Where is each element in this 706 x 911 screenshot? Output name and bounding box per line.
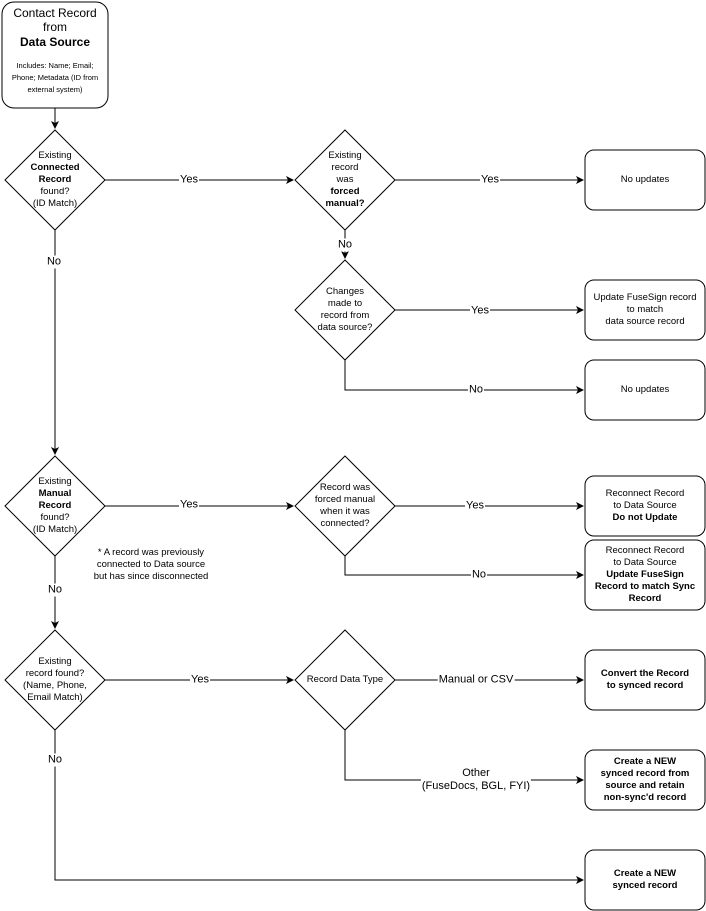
edge-label-no: No [46, 583, 64, 597]
start-node [1, 1, 109, 109]
edge-label-yes: Yes [470, 304, 490, 318]
edge-label-no: No [470, 568, 488, 582]
edge-label-no: No [45, 255, 63, 269]
note-line: but has since disconnected [93, 571, 209, 582]
note-disconnected: * A record was previously connected to D… [88, 547, 214, 583]
edge-label-yes: Yes [179, 498, 199, 512]
decision-changes-made [294, 259, 396, 361]
note-line: connected to Data source [96, 559, 206, 570]
edge-forced-connected-no [344, 556, 584, 579]
edge-label-manual-csv: Manual or CSV [437, 673, 515, 687]
result-no-updates-2 [584, 359, 706, 421]
edge-label-other: Other (FuseDocs, BGL, FYI) [420, 767, 532, 793]
edge-label-no: No [467, 383, 485, 397]
result-reconnect-no-update [584, 475, 706, 537]
result-convert [584, 649, 706, 711]
edge-label-other-line: Other [462, 767, 490, 779]
result-new [584, 849, 706, 911]
edge-match-no [54, 730, 584, 884]
decision-data-type [294, 629, 396, 731]
result-new-retain [584, 749, 706, 811]
decision-existing-match [4, 629, 106, 731]
edge-changes-no [344, 360, 584, 394]
edge-label-yes: Yes [190, 673, 210, 687]
decision-manual-record [4, 455, 106, 557]
result-no-updates-1 [584, 149, 706, 211]
result-update-fusesign [584, 279, 706, 341]
edge-label-no: No [46, 753, 64, 767]
edge-label-no: No [336, 238, 354, 252]
decision-forced-manual [294, 129, 396, 231]
note-line: * A record was previously [97, 547, 205, 558]
result-reconnect-update [584, 539, 706, 611]
decision-connected-record [4, 129, 106, 231]
edge-label-yes: Yes [480, 173, 500, 187]
edge-label-yes: Yes [179, 173, 199, 187]
edge-label-yes: Yes [465, 499, 485, 513]
decision-forced-when-connected [294, 455, 396, 557]
edge-label-other-line: (FuseDocs, BGL, FYI) [421, 780, 531, 792]
